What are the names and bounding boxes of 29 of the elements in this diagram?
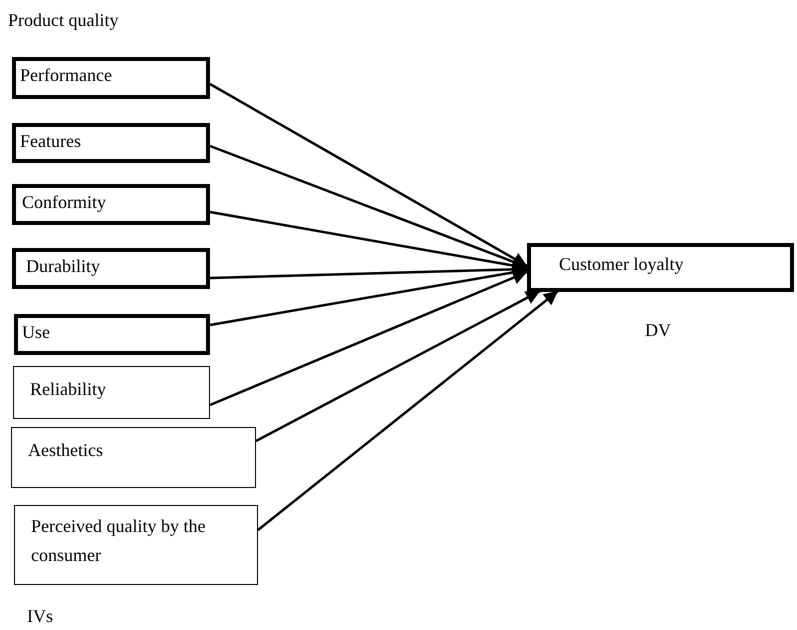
arrow <box>210 144 528 269</box>
variable-box <box>12 184 210 225</box>
variable-box <box>527 243 794 292</box>
arrow <box>257 290 559 531</box>
variable-box <box>14 505 258 585</box>
box-label: Durability <box>26 255 101 278</box>
arrow <box>255 290 541 442</box>
box-label: Performance <box>20 64 113 87</box>
group-heading: Product quality <box>8 10 118 31</box>
box-label: Features <box>20 130 82 153</box>
variable-box <box>12 248 210 289</box>
variable-label: DV <box>645 320 671 341</box>
arrow <box>210 210 528 272</box>
variable-box <box>12 57 210 99</box>
box-label: Perceived quality by the consumer <box>31 515 206 567</box>
box-label: Use <box>22 321 51 344</box>
arrow <box>210 262 528 280</box>
variable-label: IVs <box>27 606 53 627</box>
variable-box <box>12 123 210 163</box>
box-label: Aesthetics <box>28 439 104 462</box>
variable-box <box>13 366 210 419</box>
variable-box <box>14 314 210 355</box>
box-label: Reliability <box>30 378 107 401</box>
arrow <box>209 82 528 268</box>
variable-box <box>11 427 256 488</box>
arrow <box>210 266 528 326</box>
box-label: Customer loyalty <box>559 253 684 276</box>
box-label: Conformity <box>22 191 107 214</box>
arrow <box>210 270 528 406</box>
